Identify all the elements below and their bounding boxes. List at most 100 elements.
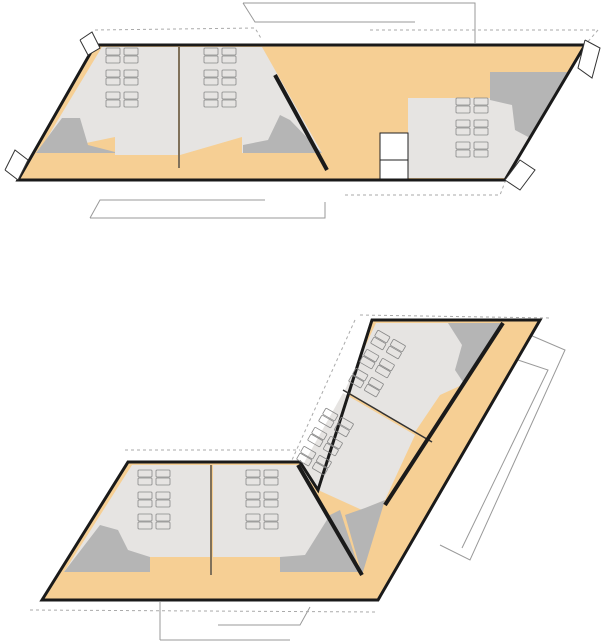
partition-wall — [273, 74, 329, 171]
desk — [368, 377, 384, 391]
desk — [374, 329, 391, 344]
desk — [155, 499, 171, 508]
desk — [327, 436, 343, 450]
desk — [363, 349, 380, 363]
upper-floor-plan — [4, 2, 601, 219]
canopy-outline — [218, 606, 311, 626]
desk — [137, 499, 153, 508]
desk — [137, 477, 153, 486]
desk-cluster — [137, 469, 171, 530]
desk — [473, 127, 489, 136]
desk — [455, 119, 471, 128]
desk — [203, 99, 219, 108]
desk — [203, 91, 219, 100]
storage-area — [64, 525, 150, 572]
desk — [123, 99, 139, 108]
dashed-roof-line — [359, 314, 551, 319]
stair — [79, 31, 101, 56]
desk — [245, 499, 261, 508]
canopy-outline — [89, 199, 265, 219]
desk — [263, 469, 279, 478]
desk-group — [105, 47, 489, 158]
desk — [312, 461, 328, 476]
desk — [155, 521, 171, 530]
desk — [322, 407, 339, 422]
desk — [245, 477, 261, 486]
desk — [300, 446, 317, 460]
dashed-roof-line — [291, 319, 356, 461]
desk — [105, 47, 121, 56]
partition-wall — [383, 321, 505, 507]
desk — [203, 69, 219, 78]
desk-cluster — [348, 329, 406, 398]
desk — [473, 141, 489, 150]
outer-wall — [39, 318, 543, 602]
storage-area — [490, 72, 568, 138]
desk-cluster — [296, 407, 354, 476]
stair — [577, 39, 601, 79]
lower-floor-plan — [29, 314, 566, 641]
desk — [473, 119, 489, 128]
desk — [323, 442, 339, 457]
desk — [105, 91, 121, 100]
desk — [311, 427, 328, 441]
desk — [137, 513, 153, 522]
desk-cluster — [105, 47, 139, 108]
canopy-outline — [439, 334, 566, 561]
desk — [455, 149, 471, 158]
dashed-roof-line — [94, 27, 263, 41]
desk — [263, 499, 279, 508]
desk — [203, 77, 219, 86]
desk — [123, 55, 139, 64]
storage-area — [280, 510, 360, 572]
desk — [137, 521, 153, 530]
desk — [123, 47, 139, 56]
desk-cluster — [203, 47, 237, 108]
desk — [123, 69, 139, 78]
desk — [455, 105, 471, 114]
storage-area — [345, 500, 385, 575]
desk-group — [137, 329, 406, 530]
desk — [221, 91, 237, 100]
canopy-outline — [461, 359, 549, 549]
desk — [105, 69, 121, 78]
desk — [137, 491, 153, 500]
desk — [203, 47, 219, 56]
storage-area — [243, 115, 322, 153]
desk — [221, 77, 237, 86]
desk — [155, 513, 171, 522]
desk — [245, 491, 261, 500]
desk — [263, 491, 279, 500]
storage-area — [448, 323, 503, 385]
desk — [263, 513, 279, 522]
desk — [263, 477, 279, 486]
desk — [221, 55, 237, 64]
desk-cluster — [245, 469, 279, 530]
storage-area — [36, 118, 115, 153]
desk — [390, 338, 406, 353]
desk — [359, 355, 376, 370]
partition-wall — [342, 389, 433, 443]
desk — [245, 521, 261, 530]
desk — [221, 69, 237, 78]
dashed-roof-line — [29, 609, 376, 613]
desk-cluster — [455, 97, 489, 158]
desk — [348, 374, 365, 389]
desk — [473, 105, 489, 114]
dashed-roof-line — [370, 29, 600, 46]
desk — [338, 416, 354, 431]
desk — [105, 77, 121, 86]
desk — [245, 469, 261, 478]
desk — [455, 141, 471, 150]
desk — [137, 469, 153, 478]
desk — [221, 47, 237, 56]
stair — [504, 159, 536, 191]
desk — [455, 127, 471, 136]
desk — [263, 521, 279, 530]
desk — [123, 77, 139, 86]
toilet-room — [379, 132, 409, 161]
canopy-outline — [243, 2, 476, 43]
desk — [105, 99, 121, 108]
desk — [316, 455, 332, 469]
